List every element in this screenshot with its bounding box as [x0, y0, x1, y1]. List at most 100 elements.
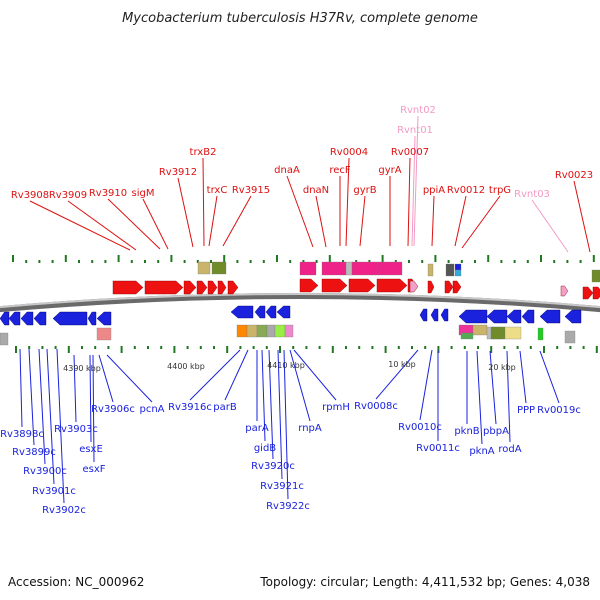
scale-label: 10 kbp	[388, 360, 416, 369]
bottom-label-connector	[261, 349, 266, 442]
bottom-label-connector	[224, 349, 249, 401]
top-tick	[236, 260, 239, 263]
reverse-gene-arrow	[230, 305, 254, 319]
top-tick	[25, 260, 28, 263]
top-label-connector	[29, 200, 131, 251]
bottom-gene-label: parA	[245, 423, 269, 434]
reverse-gene-arrow	[440, 308, 449, 322]
bottom-tick	[358, 346, 361, 349]
top-tick	[381, 255, 384, 262]
bottom-label-connector	[506, 350, 511, 443]
top-gene-label: sigM	[132, 188, 155, 199]
bottom-gene-label: Rv3899c	[12, 447, 56, 458]
reverse-gene-arrow	[20, 311, 34, 326]
top-label-connector	[413, 115, 419, 247]
bottom-gene-label: Rv0011c	[416, 443, 460, 454]
top-tick	[447, 260, 450, 263]
top-tick	[394, 260, 397, 263]
feature-block	[256, 324, 268, 338]
top-gene-label: Rv0004	[330, 147, 368, 158]
top-tick	[144, 260, 146, 263]
bottom-tick	[107, 346, 110, 349]
feature-block	[377, 261, 403, 276]
top-gene-label: trpG	[489, 185, 511, 196]
bottom-tick	[556, 346, 559, 349]
bottom-tick	[94, 346, 97, 349]
top-label-connector	[177, 177, 194, 248]
feature-block	[504, 326, 522, 340]
feature-block	[345, 261, 353, 276]
top-gene-label: Rvnt01	[397, 125, 433, 136]
bottom-label-connector	[38, 348, 46, 465]
top-tick	[183, 260, 186, 263]
top-tick	[342, 260, 344, 263]
bottom-label-connector	[277, 349, 283, 480]
bottom-tick	[529, 346, 532, 349]
bottom-label-connector	[268, 349, 274, 460]
top-gene-label: Rv3915	[232, 185, 270, 196]
top-gene-label: trxC	[207, 185, 228, 196]
reverse-gene-arrow	[254, 305, 266, 319]
top-tick	[553, 260, 556, 263]
bottom-label-connector	[56, 348, 65, 504]
bottom-label-connector	[519, 350, 527, 404]
top-gene-label: Rv3909	[49, 190, 87, 201]
bottom-tick	[424, 346, 427, 349]
top-tick	[592, 255, 595, 262]
feature-block	[299, 261, 317, 276]
rna-gene-arrow	[409, 280, 419, 293]
bottom-gene-label: rpmH	[322, 402, 350, 413]
bottom-gene-label: gidB	[254, 443, 276, 454]
reverse-strand-genes	[0, 305, 582, 326]
top-tick	[328, 255, 331, 262]
bottom-gene-label: Rv3901c	[32, 486, 76, 497]
top-gene-label: Rv3910	[89, 188, 127, 199]
bottom-gene-label: Rv3903c	[54, 424, 98, 435]
reverse-gene-arrow	[52, 311, 88, 326]
bottom-label-connector	[89, 354, 92, 443]
bottom-tick	[503, 346, 506, 349]
top-gene-label: gyrB	[353, 185, 376, 196]
genome-backbone	[0, 293, 600, 313]
top-label-connector	[67, 200, 137, 251]
top-label-connector	[573, 180, 591, 253]
top-label-connector	[531, 199, 569, 253]
top-tick	[249, 260, 252, 263]
feature-block	[197, 261, 211, 275]
bottom-gene-label: Rv3900c	[23, 466, 67, 477]
bottom-label-connector	[28, 348, 35, 446]
bottom-gene-label: Rv3922c	[266, 501, 310, 512]
bottom-tick	[292, 346, 295, 349]
reverse-gene-arrow	[430, 308, 439, 322]
bottom-label-connector	[106, 354, 153, 403]
bottom-gene-label: Rv3906c	[91, 404, 135, 415]
top-tick	[223, 255, 226, 262]
bottom-tick	[133, 346, 136, 349]
top-label-connector	[454, 195, 467, 247]
bottom-label-connector	[46, 348, 55, 485]
feature-block	[490, 326, 506, 340]
top-tick	[474, 260, 476, 263]
top-gene-label: trxB2	[190, 147, 217, 158]
bottom-label-connector	[419, 349, 433, 421]
bottom-tick	[147, 346, 149, 349]
bottom-label-connector	[98, 354, 114, 403]
top-tick	[368, 260, 371, 263]
feature-block	[266, 324, 276, 338]
bottom-gene-label: pknB	[454, 426, 479, 437]
top-gene-label: Rvnt03	[514, 189, 550, 200]
feature-block	[284, 324, 294, 338]
top-label-connector	[315, 195, 327, 248]
forward-gene-arrow	[321, 278, 348, 293]
top-gene-label: Rv3912	[159, 167, 197, 178]
top-label-connector	[208, 195, 218, 247]
top-gene-label: Rv3908	[11, 190, 49, 201]
feature-block	[351, 261, 379, 276]
feature-block	[454, 263, 462, 271]
genome-title: Mycobacterium tuberculosis H37Rv, comple…	[122, 11, 478, 26]
bottom-label-connectors	[19, 348, 560, 504]
genome-backbone-highlight	[0, 293, 600, 309]
reverse-gene-arrow	[506, 309, 522, 324]
